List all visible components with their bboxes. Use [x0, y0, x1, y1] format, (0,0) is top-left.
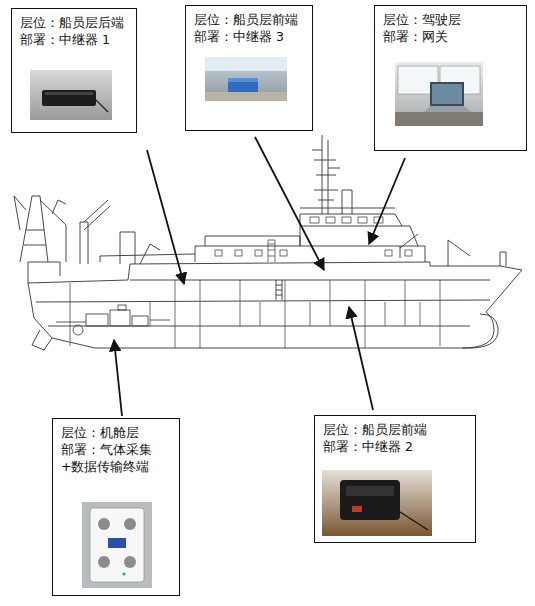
- photo-repeater-1: [30, 70, 112, 120]
- leader-arrows: [114, 137, 405, 416]
- callout-box: 层位：船员层后端部署：中继器 1: [11, 8, 137, 133]
- callout-text: 部署：气体采集+数据传输终端: [61, 442, 171, 476]
- callout-text: 部署：中继器 2: [323, 439, 467, 456]
- callout-text: 层位：船员层前端: [323, 422, 467, 439]
- photo-repeater-3: [205, 57, 287, 101]
- callout-box: 层位：船员层前端部署：中继器 2: [314, 415, 476, 543]
- callout-text: 层位：机舱层: [61, 425, 171, 442]
- photo-gas-terminal: [82, 502, 152, 588]
- photo-repeater-2: [322, 470, 432, 536]
- callout-box: 层位：机舱层部署：气体采集+数据传输终端: [52, 418, 180, 596]
- callout-text: 部署：中继器 3: [194, 29, 304, 46]
- callout-box: 层位：驾驶层部署：网关: [374, 5, 527, 151]
- photo-gateway: [395, 62, 483, 126]
- ship-drawing: [14, 135, 522, 350]
- callout-text: 部署：网关: [383, 29, 518, 46]
- callout-text: 层位：驾驶层: [383, 12, 518, 29]
- callout-text: 层位：船员层后端: [20, 15, 128, 32]
- callout-text: 部署：中继器 1: [20, 32, 128, 49]
- callout-text: 层位：船员层前端: [194, 12, 304, 29]
- callout-box: 层位：船员层前端部署：中继器 3: [185, 5, 313, 131]
